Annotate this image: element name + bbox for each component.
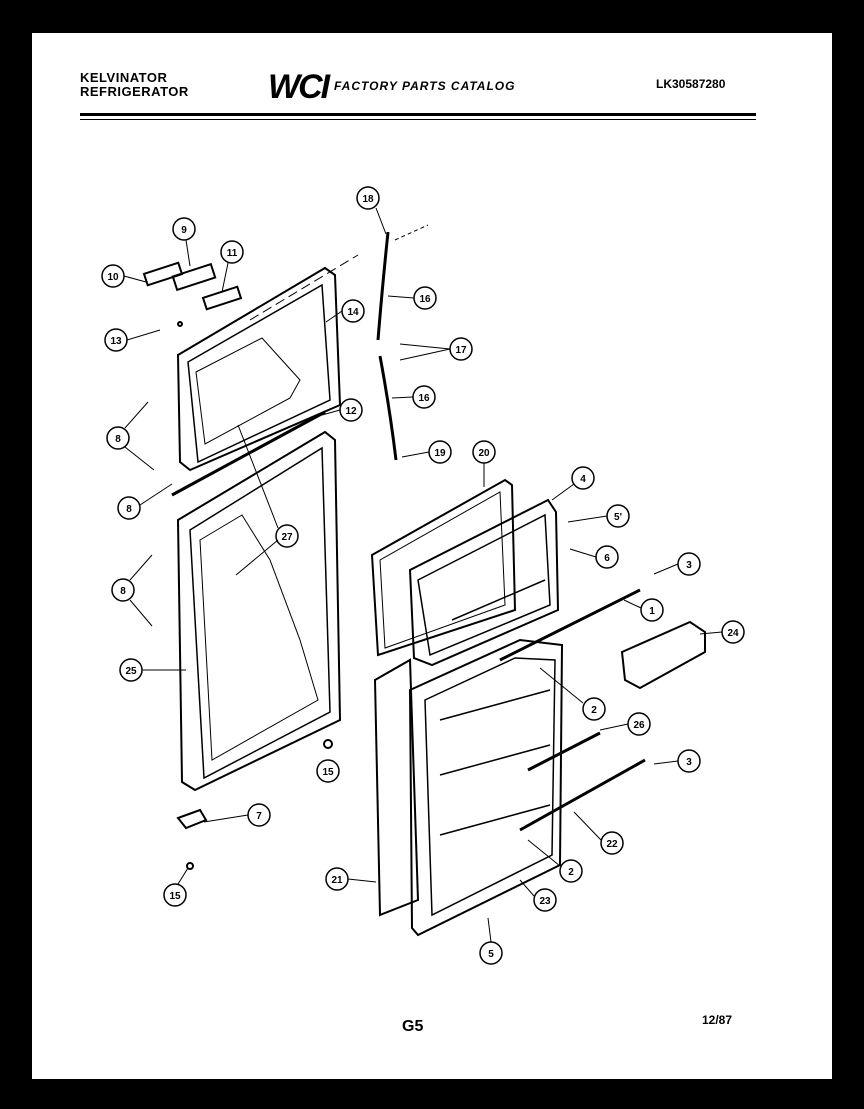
svg-text:7: 7: [256, 811, 262, 822]
svg-text:8: 8: [126, 504, 132, 515]
page-number: G5: [402, 1018, 424, 1035]
callout-27: 27: [275, 524, 299, 548]
callout-3-bottom: 3: [677, 749, 701, 773]
svg-text:26: 26: [633, 720, 645, 731]
svg-text:9: 9: [181, 225, 187, 236]
callout-8-mid: 8: [117, 496, 141, 520]
callout-24: 24: [721, 620, 745, 644]
callout-23: 23: [533, 888, 557, 912]
svg-text:24: 24: [727, 628, 739, 639]
leader-lines: [123, 207, 723, 943]
svg-text:14: 14: [347, 307, 359, 318]
callout-labels: 10 9 11 13 14 8 12 8 27 8 25 15 7 15 18 …: [101, 186, 745, 965]
callout-9: 9: [172, 217, 196, 241]
callout-2-bottom: 2: [559, 859, 583, 883]
callout-20: 20: [472, 440, 496, 464]
revision-date: 12/87: [702, 1013, 733, 1027]
svg-text:17: 17: [455, 345, 467, 356]
svg-text:1: 1: [649, 606, 655, 617]
callout-16-top: 16: [413, 286, 437, 310]
svg-text:21: 21: [331, 875, 343, 886]
svg-text:8: 8: [120, 586, 126, 597]
svg-text:11: 11: [227, 248, 238, 259]
fresh-food-liner-assembly: [373, 588, 706, 937]
freezer-door-assembly: [171, 266, 342, 792]
svg-text:4: 4: [580, 474, 586, 485]
callout-16-bottom: 16: [412, 385, 436, 409]
svg-text:20: 20: [478, 448, 490, 459]
svg-text:16: 16: [418, 393, 430, 404]
callout-12: 12: [339, 398, 363, 422]
wci-logo: WCI: [268, 68, 330, 106]
svg-text:2: 2: [568, 867, 574, 878]
callout-13: 13: [104, 328, 128, 352]
svg-text:3: 3: [686, 757, 692, 768]
svg-text:13: 13: [110, 336, 122, 347]
callout-3-top: 3: [677, 552, 701, 576]
svg-text:18: 18: [362, 194, 374, 205]
svg-text:23: 23: [539, 896, 551, 907]
svg-text:10: 10: [107, 272, 119, 283]
small-parts: [142, 261, 333, 870]
callout-18: 18: [356, 186, 380, 210]
brand-line-2: REFRIGERATOR: [80, 84, 189, 99]
callout-21: 21: [325, 867, 349, 891]
svg-text:6: 6: [604, 553, 610, 564]
catalog-title: FACTORY PARTS CATALOG: [334, 79, 516, 93]
callout-14: 14: [341, 299, 365, 323]
callout-8-top: 8: [106, 426, 130, 450]
svg-text:5': 5': [614, 512, 622, 523]
svg-text:25: 25: [125, 666, 137, 677]
header-rule: [80, 113, 756, 116]
callout-1: 1: [640, 598, 664, 622]
catalog-number: LK30587280: [656, 77, 726, 91]
callout-17: 17: [449, 337, 473, 361]
svg-text:19: 19: [434, 448, 446, 459]
svg-text:3: 3: [686, 560, 692, 571]
brand-line-1: KELVINATOR: [80, 70, 168, 85]
callout-11: 11: [220, 240, 244, 264]
callout-15-door: 15: [316, 759, 340, 783]
callout-4: 4: [571, 466, 595, 490]
svg-text:12: 12: [345, 406, 357, 417]
freezer-liner-assembly: [370, 478, 560, 667]
svg-text:8: 8: [115, 434, 121, 445]
svg-text:15: 15: [169, 891, 181, 902]
svg-text:5: 5: [488, 949, 494, 960]
handle-cable-assembly: [249, 224, 429, 461]
svg-text:27: 27: [281, 532, 293, 543]
callout-22: 22: [600, 831, 624, 855]
svg-text:15: 15: [322, 767, 334, 778]
callout-7: 7: [247, 803, 271, 827]
callout-2-top: 2: [582, 697, 606, 721]
callout-25: 25: [119, 658, 143, 682]
callout-26: 26: [627, 712, 651, 736]
callout-5: 5: [479, 941, 503, 965]
svg-text:2: 2: [591, 705, 597, 716]
header-rule-thin: [80, 119, 756, 120]
callout-15-bottom: 15: [163, 883, 187, 907]
callout-8-low: 8: [111, 578, 135, 602]
callout-19: 19: [428, 440, 452, 464]
brand-block: KELVINATOR REFRIGERATOR: [80, 71, 189, 99]
svg-text:22: 22: [606, 839, 618, 850]
callout-10: 10: [101, 264, 125, 288]
svg-text:16: 16: [419, 294, 431, 305]
callout-5-prime: 5': [606, 504, 630, 528]
callout-6: 6: [595, 545, 619, 569]
